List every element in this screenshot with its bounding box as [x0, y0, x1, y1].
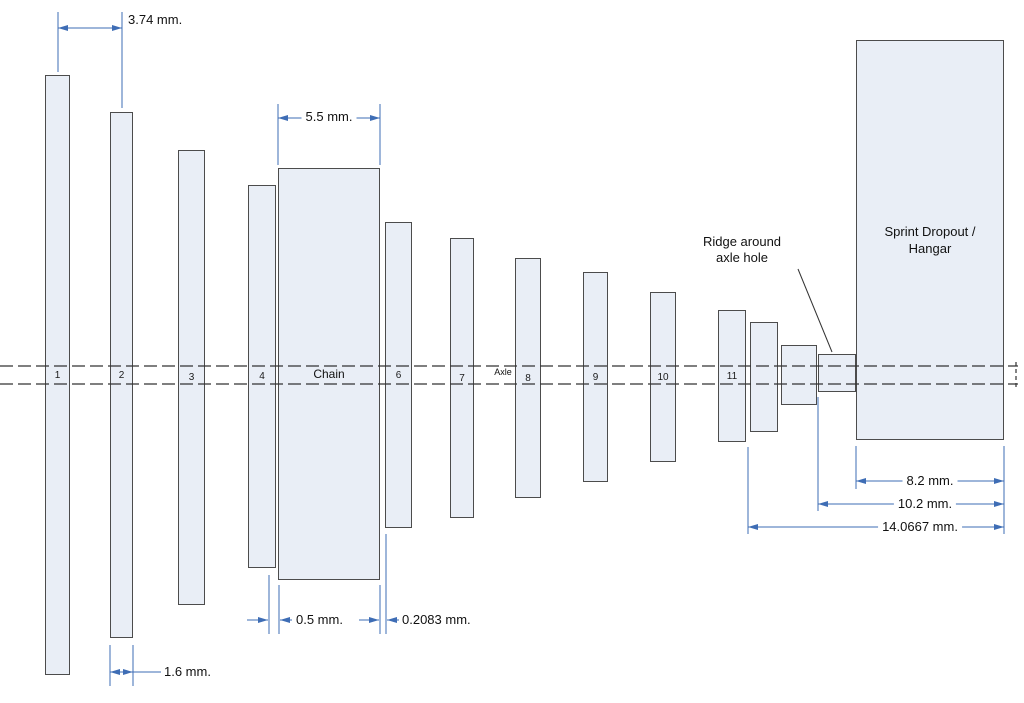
dim-clearance-text: 0.2083 mm. — [402, 612, 471, 627]
dropout-label: Sprint Dropout / Hangar — [884, 224, 976, 256]
dim-half-mm-text: 0.5 mm. — [296, 612, 343, 627]
sprocket-9: 9 — [583, 272, 608, 482]
dim-thickness-text: 1.6 mm. — [164, 664, 211, 679]
dropout-block: Sprint Dropout / Hangar — [856, 40, 1004, 440]
sprocket-6: 6 — [385, 222, 412, 528]
sprocket-3: 3 — [178, 150, 205, 605]
sprocket-8-label: 8 — [525, 372, 531, 384]
sprocket-1: 1 — [45, 75, 70, 675]
sprocket-2-label: 2 — [118, 369, 125, 381]
sprocket-9-label: 9 — [592, 371, 599, 383]
axle-label: Axle — [494, 367, 512, 377]
sprocket-6-label: 6 — [395, 369, 402, 381]
sprocket-7: 7 — [450, 238, 474, 518]
sprocket-10: 10 — [650, 292, 676, 462]
sprocket-11-label: 11 — [726, 370, 738, 382]
lockring-step — [750, 322, 778, 432]
axle-ridge — [818, 354, 856, 392]
chain-block: Chain — [278, 168, 380, 580]
dim-10-2-text: 10.2 mm. — [893, 496, 957, 511]
spacer-step — [781, 345, 817, 405]
dim-8-2-text: 8.2 mm. — [902, 473, 958, 488]
sprocket-4: 4 — [248, 185, 276, 568]
leader-line — [797, 268, 833, 353]
sprocket-4-label: 4 — [259, 371, 265, 382]
ridge-note: Ridge around axle hole — [702, 234, 782, 265]
chain-label: Chain — [313, 367, 345, 381]
sprocket-1-label: 1 — [54, 369, 61, 381]
sprocket-2: 2 — [110, 112, 133, 638]
dim-chain-width-text: 5.5 mm. — [301, 109, 357, 124]
sprocket-11: 11 — [718, 310, 746, 442]
sprocket-10-label: 10 — [657, 371, 669, 383]
sprocket-7-label: 7 — [459, 372, 465, 384]
sprocket-8: 8 — [515, 258, 541, 498]
dim-14-0667-text: 14.0667 mm. — [878, 519, 962, 534]
sprocket-3-label: 3 — [188, 372, 195, 383]
dim-pitch-text: 3.74 mm. — [128, 12, 183, 27]
